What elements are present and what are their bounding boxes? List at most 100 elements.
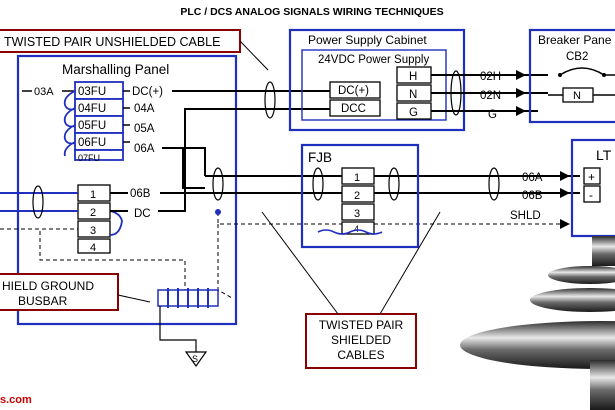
left-shield-to-busbar xyxy=(0,228,186,290)
lt-plus-box xyxy=(583,167,601,185)
fuse-05fu: 05FU xyxy=(78,120,106,132)
term-label-dc: DC xyxy=(134,208,151,220)
shielded-line3: CABLES xyxy=(337,348,384,362)
label-02h: 02H xyxy=(480,71,501,83)
cable-twist-mid1 xyxy=(212,167,224,201)
lt-title: LT xyxy=(596,147,612,163)
mterm-4: 4 xyxy=(90,242,96,254)
marshalling-panel xyxy=(16,54,238,326)
ps-g: G xyxy=(409,107,418,119)
shielded-line1: TWISTED PAIR xyxy=(319,318,404,332)
mterm-3: 3 xyxy=(90,225,96,237)
power-cabinet-title: Power Supply Cabinet xyxy=(308,33,427,47)
fjb-term-1: 1 xyxy=(354,172,360,184)
wire-label-06a: 06A xyxy=(522,172,543,184)
shielded-leader-1 xyxy=(261,211,339,315)
lt-minus: - xyxy=(589,188,593,202)
power-supply-label: 24VDC Power Supply xyxy=(318,54,429,66)
fuse-06fu: 06FU xyxy=(78,137,106,149)
ps-n: N xyxy=(409,89,417,101)
wire-06a-fuse xyxy=(162,147,205,189)
shield-ground-line2: BUSBAR xyxy=(18,294,68,308)
cable-twist-right xyxy=(488,167,500,201)
wire-dc-to-dcc xyxy=(158,108,330,212)
fjb-squiggle xyxy=(317,229,383,235)
ground-symbol xyxy=(184,351,208,368)
marshalling-title: Marshalling Panel xyxy=(62,62,169,77)
fjb-terminals xyxy=(341,167,375,235)
shield-ground-line1: HIELD GROUND xyxy=(2,279,94,293)
shielded-leader-2 xyxy=(379,211,441,315)
shielded-callout-box xyxy=(305,313,417,369)
sensor-neck xyxy=(592,236,615,266)
busbar-to-ground xyxy=(159,306,197,352)
breaker-title: Breaker Pane xyxy=(538,33,612,47)
fuse-07fu: 07FU xyxy=(78,153,100,163)
label-02n: 02N xyxy=(480,90,501,102)
term-label-06b: 06B xyxy=(130,188,151,200)
power-supply-unit xyxy=(301,49,447,121)
fuse-03fu: 03FU xyxy=(78,86,106,98)
lt-plus: + xyxy=(588,170,595,184)
cable-twist-top xyxy=(264,81,276,119)
cable-twist-mid2 xyxy=(312,167,324,201)
sensor-flange-top xyxy=(548,266,615,284)
breaker-node-l xyxy=(558,73,562,77)
diagram-title: PLC / DCS ANALOG SIGNALS WIRING TECHNIQU… xyxy=(180,6,443,18)
fjb-term-4: 4 xyxy=(354,224,359,234)
arrow-shld xyxy=(560,219,570,229)
shield-ground-leader xyxy=(117,294,151,303)
ps-h: H xyxy=(409,71,417,83)
label-g: G xyxy=(488,109,497,121)
ground-symbol-label: S xyxy=(192,354,198,364)
fjb-term-2: 2 xyxy=(354,190,360,202)
lt-minus-box xyxy=(583,185,601,203)
wire-label-shld: SHLD xyxy=(510,210,541,222)
arrow-06b xyxy=(560,188,570,198)
out-04a: 04A xyxy=(134,103,155,115)
shield-drain-wire xyxy=(217,212,560,225)
breaker-n: N xyxy=(573,90,581,102)
marshalling-terminals xyxy=(77,184,111,254)
out-dc-plus: DC(+) xyxy=(132,86,163,98)
fjb-box xyxy=(300,143,420,249)
fuse-in-label: 03A xyxy=(34,86,54,98)
fuse-04fu: 04FU xyxy=(78,103,106,115)
arrow-02h xyxy=(516,70,526,80)
breaker-switch xyxy=(559,67,605,76)
sensor-flange-mid xyxy=(530,288,615,312)
mterm-1: 1 xyxy=(90,189,96,201)
sensor-flange-bot xyxy=(460,321,615,369)
arrow-g xyxy=(516,106,526,116)
shield-to-busbar xyxy=(217,224,233,299)
arrow-06a xyxy=(560,171,570,181)
fuse-jumpers xyxy=(63,90,76,157)
out-05a: 05A xyxy=(134,123,155,135)
unshielded-callout-text: TWISTED PAIR UNSHIELDED CABLE xyxy=(4,35,220,49)
breaker-panel xyxy=(528,28,615,124)
shielded-line2: SHIELDED xyxy=(331,333,391,347)
wire-06a-link xyxy=(183,147,206,176)
terminal-dcc xyxy=(329,99,381,117)
cable-twist-left xyxy=(32,185,44,219)
out-06a: 06A xyxy=(134,143,155,155)
ps-dcplus: DC(+) xyxy=(338,85,369,97)
cable-twist-ac xyxy=(450,70,462,116)
footer-site: s.com xyxy=(0,394,32,406)
fjb-title: FJB xyxy=(308,150,332,165)
shield-ground-box xyxy=(0,273,119,311)
wire-label-06b: 06B xyxy=(522,190,543,202)
shield-drain-node xyxy=(215,209,221,215)
breaker-cb2: CB2 xyxy=(566,51,588,63)
fjb-term-3: 3 xyxy=(354,208,360,220)
sensor-stem xyxy=(590,360,615,410)
busbar xyxy=(157,288,219,308)
mterm-2: 2 xyxy=(90,207,96,219)
power-supply-cabinet xyxy=(288,28,466,132)
cable-twist-mid3 xyxy=(388,167,400,201)
arrow-02n xyxy=(516,88,526,98)
terminal-jumper xyxy=(109,210,123,236)
terminal-dcplus xyxy=(329,81,381,99)
unshielded-callout-leader xyxy=(239,40,269,71)
